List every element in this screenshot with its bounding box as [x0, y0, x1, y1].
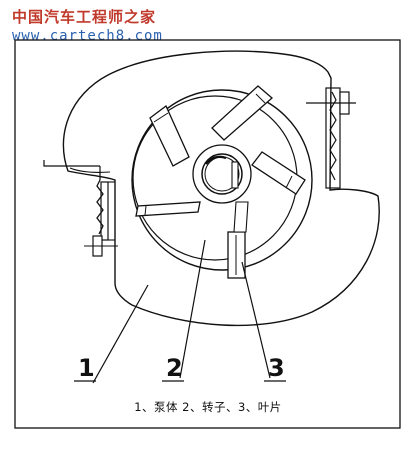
leader-line-1 — [92, 284, 149, 384]
left-mounting-plate — [43, 160, 118, 257]
stator-bore — [131, 89, 313, 271]
leader-line-3 — [241, 261, 271, 379]
label-rotor: 2 — [166, 354, 183, 382]
vane-upper-right — [211, 85, 273, 141]
vane-upper-left — [149, 104, 190, 167]
vane-lower — [227, 201, 249, 279]
figure-caption: 1、泵体 2、转子、3、叶片 — [134, 400, 282, 414]
leader-line-2 — [179, 239, 206, 379]
shaft-key — [231, 161, 239, 189]
shaft — [192, 144, 252, 204]
label-vane: 3 — [268, 354, 285, 382]
pump-body-inner-lip — [69, 167, 111, 173]
pump-body-outline — [62, 50, 380, 327]
watermark-title: 中国汽车工程师之家 — [12, 8, 157, 26]
right-mounting-plate — [306, 87, 356, 189]
vane-right — [251, 151, 306, 195]
label-pump-body: 1 — [78, 354, 95, 382]
vane-left — [135, 201, 201, 217]
frame-border — [14, 39, 401, 429]
